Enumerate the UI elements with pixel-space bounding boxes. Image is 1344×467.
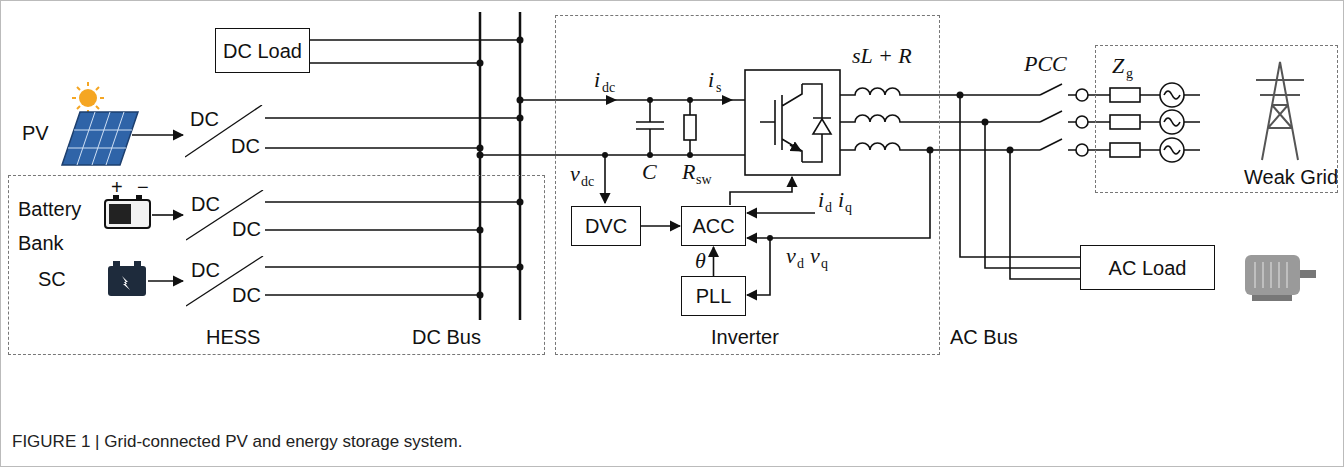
tower-icon — [1256, 62, 1304, 160]
battery-icon — [105, 195, 150, 228]
signal-name: i — [594, 68, 600, 92]
resistor-symbol — [684, 115, 696, 140]
box-label: DC — [191, 259, 220, 281]
dc-link-wire — [480, 100, 745, 155]
signal-subscript: q — [845, 200, 852, 215]
polarity-sign: − — [137, 176, 149, 198]
signal-subscript: q — [821, 256, 828, 271]
signal-name: i — [838, 188, 844, 212]
impedance-subscript: g — [1126, 66, 1133, 81]
signal-subscript: dc — [581, 174, 594, 189]
supercapacitor-icon — [108, 261, 146, 296]
node-label: PCC — [1024, 52, 1067, 76]
signal-name: i — [818, 188, 824, 212]
component-subscript: sw — [696, 172, 712, 187]
inductor-phase — [840, 88, 1040, 95]
signal-subscript: dc — [602, 80, 615, 95]
box-label: PLL — [696, 285, 732, 307]
source-arrow — [148, 280, 183, 282]
box-label: DVC — [585, 215, 627, 237]
group-title: Inverter — [711, 326, 779, 348]
load-box: AC Load — [1080, 245, 1215, 290]
source-arrow — [132, 134, 183, 136]
box-label: DC — [191, 193, 220, 215]
capacitor-symbol — [636, 100, 664, 155]
box-label: DC — [190, 108, 219, 130]
box-label: DC Load — [223, 40, 302, 62]
bus-wire — [265, 40, 520, 295]
signal-name: v — [786, 244, 796, 268]
dc-bus-line — [479, 12, 482, 320]
igbt-symbol — [760, 84, 822, 162]
component-name: C — [642, 160, 657, 184]
junction-dot — [477, 37, 1014, 299]
box-label: DC — [232, 218, 261, 240]
signal-name: i — [708, 68, 714, 92]
emitter-arrow — [790, 145, 801, 151]
component-name: R — [682, 160, 695, 184]
signal-subscript: s — [716, 80, 721, 95]
signal-connector — [641, 225, 680, 227]
control-box: ACC — [681, 206, 746, 246]
signal-subscript: d — [825, 200, 832, 215]
box-label: DC — [232, 284, 261, 306]
load-box: DC Load — [215, 28, 310, 73]
current-feedback — [747, 212, 815, 214]
box-label: AC Load — [1109, 257, 1187, 279]
source-arrow — [152, 214, 183, 216]
inductor-phase — [840, 115, 1040, 122]
signal-name: v — [570, 162, 580, 186]
dc-bus-line — [519, 12, 522, 320]
polarity-sign: + — [111, 176, 123, 198]
converter-box: DC DC — [185, 105, 265, 160]
ac-bus-wire — [960, 95, 1080, 279]
voltage-feedback — [747, 150, 930, 238]
angle-label: θ — [694, 248, 707, 274]
bridge-box — [745, 70, 840, 175]
pv-panel-icon — [62, 82, 138, 165]
diode-symbol — [813, 118, 831, 134]
grid-impedance — [1110, 88, 1140, 157]
gate-signal — [730, 177, 792, 205]
pcc-point — [1076, 89, 1088, 156]
source-label: SC — [38, 268, 66, 290]
converter-box: DC DC — [186, 190, 266, 243]
group-title: Weak Grid — [1244, 166, 1338, 188]
voltage-feedback — [747, 238, 770, 295]
control-box: DVC — [571, 206, 641, 246]
current-arrow — [722, 95, 733, 105]
source-label: Battery Bank — [18, 192, 98, 260]
impedance-label: Z — [1112, 54, 1124, 78]
signal-name: v — [810, 244, 820, 268]
box-label: ACC — [692, 215, 734, 237]
current-arrow — [606, 95, 617, 105]
bus-label: AC Bus — [950, 326, 1018, 348]
signal-connector — [713, 247, 715, 276]
impedance-label: sL + R — [852, 44, 912, 68]
grid-source — [1160, 83, 1184, 162]
control-box: PLL — [681, 276, 746, 316]
source-label: PV — [22, 122, 49, 144]
box-label: DC — [231, 135, 260, 157]
sense-arrow — [604, 155, 606, 203]
bus-label: DC Bus — [412, 326, 481, 348]
motor-icon — [1245, 255, 1316, 301]
group-title: HESS — [206, 326, 260, 348]
figure-caption: FIGURE 1 | Grid-connected PV and energy … — [12, 432, 462, 452]
converter-box: DC DC — [186, 256, 266, 309]
signal-subscript: d — [797, 256, 804, 271]
